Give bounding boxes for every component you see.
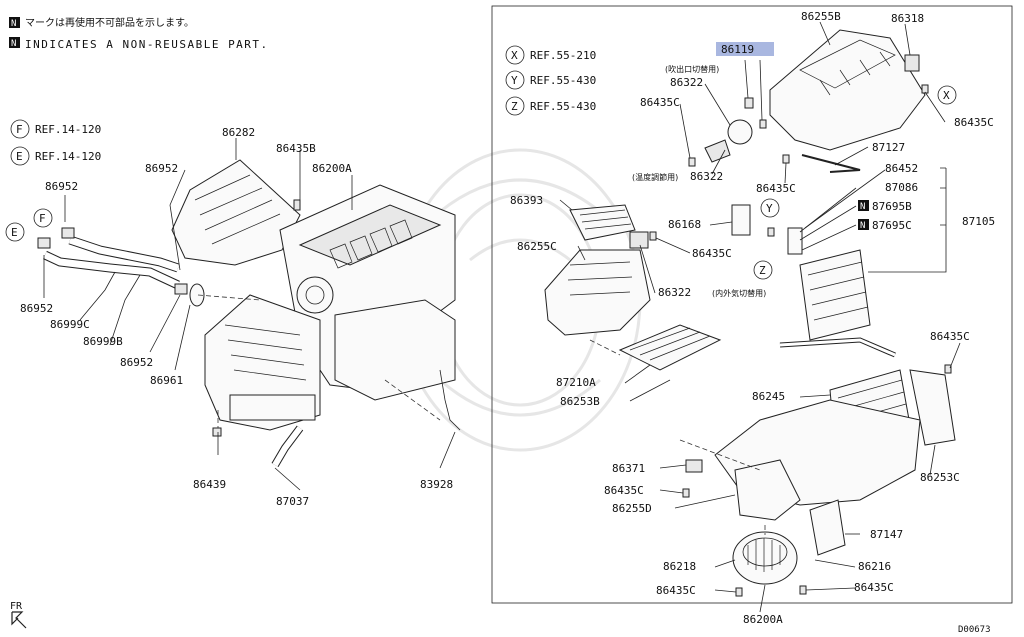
callout-86435c: 86435C [854,581,894,594]
right-ref-y: Y REF.55-430 [505,70,596,90]
ref-text: REF.14-120 [35,123,101,136]
non-reusable-badge-icon [9,37,20,48]
callout-86255c: 86255C [517,240,557,253]
right-exploded-drawing [544,29,956,597]
callout-86999b: 86999B [83,335,123,348]
note-air-switch: (内外気切替用) [712,288,766,298]
diagram-code: D00673 [958,625,991,635]
highlight-86119 [716,42,774,56]
notice-japanese: マークは再使用不可部品を示します。 [25,16,194,29]
callout-86216: 86216 [858,560,891,573]
callout-86253c: 86253C [920,471,960,484]
callout-86952: 86952 [120,356,153,369]
badge-letter: N [860,221,865,231]
note-temp-control: (温度調節用) [632,172,678,182]
callout-86435c: 86435C [930,330,970,343]
callout-87695c: 87695C [872,219,912,232]
callout-86435c: 86435C [756,182,796,195]
left-assembly-drawing [37,159,461,468]
callout-86322: 86322 [690,170,723,183]
callout-86435c: 86435C [656,584,696,597]
ref-letter: Z [759,264,766,277]
non-reusable-badge-icon [858,200,869,211]
ref-letter: E [11,226,18,239]
callout-86255d: 86255D [612,502,652,515]
notice-english: INDICATES A NON-REUSABLE PART. [25,38,269,51]
ref-letter: Y [766,202,773,215]
non-reusable-badge-icon [858,219,869,230]
ref-letter: E [16,150,23,163]
callout-86282: 86282 [222,126,255,139]
callout-86318: 86318 [891,12,924,25]
callout-86452: 86452 [885,162,918,175]
note-outlet-switch: (吹出口切替用) [665,64,719,74]
ref-text: REF.55-430 [530,74,596,87]
callout-86371: 86371 [612,462,645,475]
callout-83928: 83928 [420,478,453,491]
callout-86952: 86952 [45,180,78,193]
badge-letter: N [860,202,865,212]
callout-86119: 86119 [721,43,754,56]
callout-86322: 86322 [670,76,703,89]
ref-text: REF.55-430 [530,100,596,113]
front-direction-indicator: FR [10,601,27,629]
callout-86255b: 86255B [801,10,841,23]
callout-86961: 86961 [150,374,183,387]
callout-86200a: 86200A [743,613,783,626]
callout-87147: 87147 [870,528,903,541]
left-ref-f: F REF.14-120 [10,119,101,139]
callout-87086: 87086 [885,181,918,194]
ref-letter: X [511,49,518,62]
left-ref-e: E REF.14-120 [10,146,101,166]
fr-label: FR [10,601,23,612]
callout-86200a: 86200A [312,162,352,175]
callout-87105: 87105 [962,215,995,228]
callout-86168: 86168 [668,218,701,231]
callout-86435c: 86435C [954,116,994,129]
callout-86435c: 86435C [692,247,732,260]
callout-86952: 86952 [145,162,178,175]
badge-letter: N [11,39,16,49]
callout-86435b: 86435B [276,142,316,155]
callout-86952: 86952 [20,302,53,315]
ref-marker-y: Y [760,198,780,218]
callout-86322: 86322 [658,286,691,299]
ref-text: REF.55-210 [530,49,596,62]
ref-marker-e: E [5,222,25,242]
detail-panel-frame [491,5,1013,604]
right-ref-z: Z REF.55-430 [505,96,596,116]
ref-marker-x: X [937,85,957,105]
ref-marker-z: Z [753,260,773,280]
callout-87037: 87037 [276,495,309,508]
ref-letter: F [16,123,23,136]
callout-86393: 86393 [510,194,543,207]
right-ref-x: X REF.55-210 [505,45,596,65]
front-arrow-icon [11,611,27,629]
callout-87695b: 87695B [872,200,912,213]
ref-marker-f: F [33,208,53,228]
callout-86253b: 86253B [560,395,600,408]
legend-notice: N マークは再使用不可部品を示します。 N INDICATES A NON-RE… [9,16,269,51]
callout-86435c: 86435C [640,96,680,109]
callout-86218: 86218 [663,560,696,573]
ref-letter: X [943,89,950,102]
ref-letter: Y [511,74,518,87]
ref-letter: F [39,212,46,225]
non-reusable-badge-icon [9,17,20,28]
callout-87127: 87127 [872,141,905,154]
right-leaders [559,21,961,613]
ref-text: REF.14-120 [35,150,101,163]
callout-86435c: 86435C [604,484,644,497]
ref-letter: Z [511,100,518,113]
callout-86245: 86245 [752,390,785,403]
badge-letter: N [11,19,16,29]
left-leaders [43,138,456,491]
callout-87210a: 87210A [556,376,596,389]
callout-86439: 86439 [193,478,226,491]
callout-86999c: 86999C [50,318,90,331]
